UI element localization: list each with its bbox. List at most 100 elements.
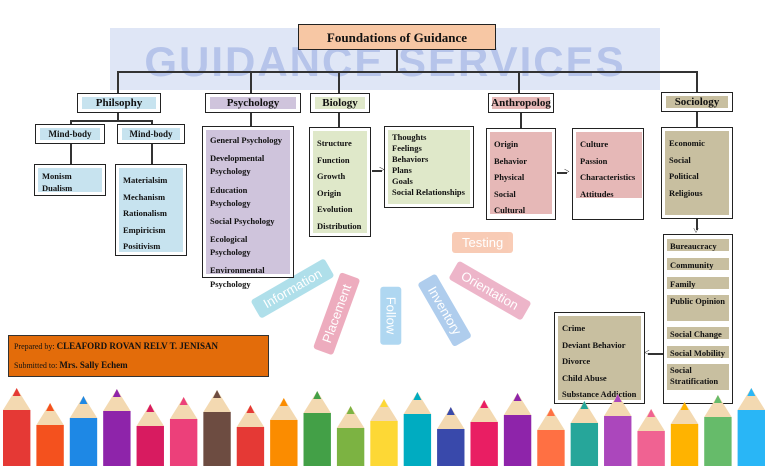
list-item: Environmental Psychology (210, 265, 265, 289)
pencil-lead (79, 396, 88, 404)
anthropology-extra-box: Culture Passion Characteristics Attitude… (572, 128, 644, 220)
submitted-label: Submitted to: (14, 361, 58, 370)
arrow (648, 353, 663, 355)
pencil-tip (503, 393, 532, 415)
psychology-label: Psychology (226, 97, 280, 109)
sociology-institutions-box: Bureaucracy Community Family Public Opin… (663, 234, 733, 404)
pencil-lead (513, 393, 522, 401)
psychology-node: Psychology (205, 93, 301, 113)
pencil-lead (246, 405, 255, 413)
list-item: Materialsim (123, 175, 168, 185)
anthropology-label: Anthropolog (491, 97, 551, 109)
pencil-body (737, 410, 765, 466)
list-item: Social (494, 188, 516, 199)
connector (696, 219, 698, 230)
list-item: Cultural (494, 205, 526, 216)
pencil-body (3, 410, 31, 466)
biology-extra-box: Thoughts Feelings Behaviors Plans Goals … (384, 126, 474, 208)
pencil-body (437, 429, 465, 466)
submitted-name: Mrs. Sally Echem (59, 360, 128, 370)
pencil-lead (46, 403, 55, 411)
pencil-body (570, 423, 599, 466)
connector (396, 50, 398, 72)
materialism-box: Materialsim Mechanism Rationalism Empiri… (115, 164, 187, 256)
pencil-body (169, 419, 198, 466)
prepared-label: Prepared by: (14, 342, 55, 351)
pencil-tip (3, 388, 31, 410)
list-item: Social Relationships (392, 187, 465, 198)
connector (70, 120, 152, 122)
social-problems-box: Crime Deviant Behavior Divorce Child Abu… (554, 312, 645, 404)
biology-box: Structure Function Growth Origin Evoluti… (309, 127, 371, 237)
list-item: Community (667, 258, 729, 270)
credits-box: Prepared by: CLEAFORD ROVAN RELV T. JENI… (8, 335, 269, 377)
pencil-tip (403, 392, 432, 414)
pencil-lead (747, 388, 756, 396)
connector (518, 71, 520, 93)
list-item: Positivism (123, 241, 161, 252)
sociology-label: Sociology (674, 96, 720, 108)
pencil-lead (12, 388, 21, 396)
pencil-tip (737, 388, 765, 410)
submitted-to: Submitted to: Mrs. Sally Echem (14, 360, 128, 370)
pencil-lead (480, 400, 489, 408)
connector (117, 113, 119, 121)
psychology-box: General Psychology Developmental Psychol… (202, 126, 294, 289)
list-item: Mechanism (123, 191, 166, 202)
pencil-lead (112, 389, 121, 397)
pencil-lead (346, 406, 355, 414)
pencil-tip (604, 394, 632, 416)
connector (70, 144, 72, 164)
list-item: Divorce (562, 356, 591, 367)
list-item: Education Psychology (210, 184, 251, 208)
materialism-list: Materialsim Mechanism Rationalism Empiri… (119, 168, 183, 252)
pencil-lead (546, 408, 555, 416)
list-item: Family (667, 277, 729, 289)
pencil-body (470, 422, 498, 466)
list-item: Evolution (317, 204, 353, 215)
pencil-body (537, 430, 565, 466)
pencil-tip (470, 400, 498, 422)
connector (696, 71, 698, 92)
anthropology-extra-list: Culture Passion Characteristics Attitude… (576, 132, 642, 199)
pencil-body (370, 421, 398, 466)
list-item: Physical (494, 172, 525, 183)
monism-list: Monism Dualism (38, 168, 102, 193)
pencil-tip (236, 405, 265, 427)
mind-body-node-1: Mind-body (35, 124, 105, 144)
pencil-lead (313, 391, 322, 399)
social-problems-list: Crime Deviant Behavior Divorce Child Abu… (558, 316, 641, 400)
connector (151, 120, 153, 124)
arrow-head-icon: > (689, 227, 701, 234)
pencil-body (604, 416, 632, 466)
pencil-lead (680, 402, 689, 410)
list-item: Origin (317, 187, 342, 198)
pencil-body (69, 418, 98, 466)
list-item: Ecological Psychology (210, 234, 251, 258)
pencil-lead (380, 399, 388, 407)
mind-body-label-1: Mind-body (48, 129, 92, 139)
pencil-body (203, 412, 231, 466)
list-item: Behaviors (392, 154, 429, 165)
anthropology-node: Anthropolog (488, 93, 554, 113)
list-item: Plans (392, 165, 412, 176)
list-item: Attitudes (580, 188, 614, 199)
list-item: Developmental Psychology (210, 153, 265, 177)
list-item: Growth (317, 171, 346, 182)
arrow (557, 172, 567, 174)
list-item: Rationalism (123, 208, 167, 219)
list-item: Function (317, 154, 350, 165)
list-item: Origin (494, 139, 519, 149)
list-item: Empiricism (123, 224, 166, 235)
pencil-lead (446, 407, 455, 415)
pencil-tip (303, 391, 331, 413)
pencil-tip (36, 403, 64, 425)
sociology-node: Sociology (661, 92, 733, 112)
philosophy-node: Philsophy (77, 93, 161, 113)
arrow-head-icon: > (379, 165, 385, 176)
prepared-name: CLEAFORD ROVAN RELV T. JENISAN (56, 341, 218, 351)
pencil-body (670, 424, 699, 466)
arrow-head-icon: < (644, 348, 650, 359)
list-item: Structure (317, 138, 352, 148)
pencil-tip (103, 389, 131, 411)
